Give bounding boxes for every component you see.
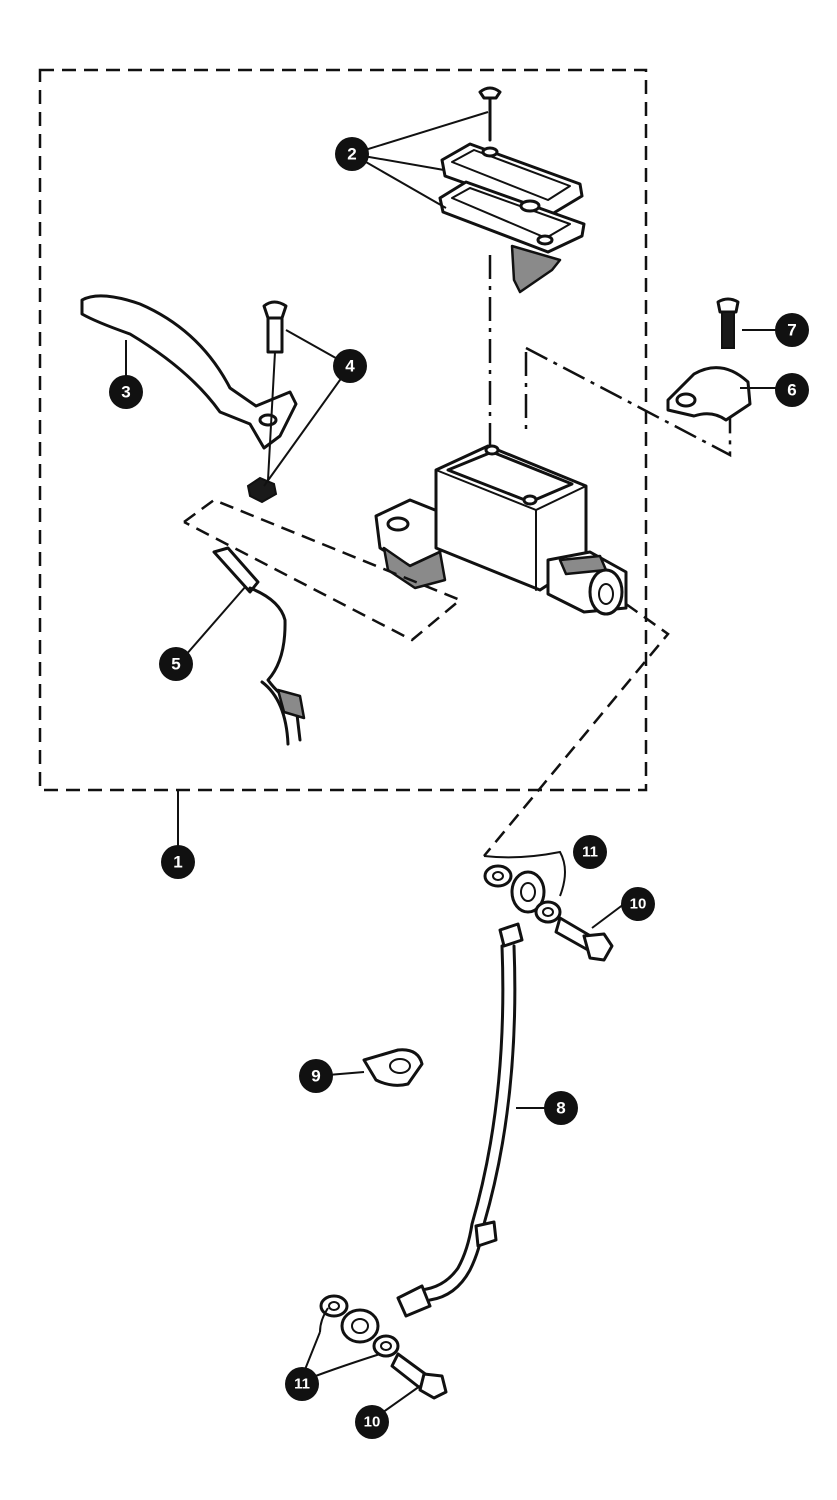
brake-lever (80, 294, 298, 450)
assembly-boundary (38, 68, 648, 792)
lower-washers (319, 1294, 400, 1358)
callout-10b: 10 (355, 1405, 389, 1439)
handlebar-clamp (666, 297, 752, 422)
callout-2: 2 (335, 137, 369, 171)
callout-9: 9 (299, 1059, 333, 1093)
svg-text:11: 11 (582, 844, 598, 861)
brake-light-switch (212, 546, 306, 746)
callout-7: 7 (775, 313, 809, 347)
callout-4: 4 (333, 349, 367, 383)
lower-banjo-bolt (390, 1352, 448, 1400)
svg-text:4: 4 (345, 357, 355, 376)
brake-hose (340, 870, 546, 1344)
svg-text:3: 3 (121, 383, 130, 402)
callout-1: 1 (161, 845, 195, 879)
master-cylinder-body (374, 444, 628, 616)
hose-clip (362, 1048, 424, 1087)
svg-text:2: 2 (347, 145, 356, 164)
svg-text:7: 7 (787, 321, 796, 340)
callout-11a: 11 (573, 835, 607, 869)
upper-banjo-bolt (554, 916, 614, 962)
svg-text:6: 6 (787, 381, 796, 400)
callout-11b: 11 (285, 1367, 319, 1401)
callout-6: 6 (775, 373, 809, 407)
pivot-bolt-and-nut (246, 300, 288, 504)
callout-8: 8 (544, 1091, 578, 1125)
svg-text:10: 10 (364, 1414, 381, 1431)
svg-text:5: 5 (171, 655, 180, 674)
reservoir-cap-group (438, 86, 586, 294)
callout-10a: 10 (621, 887, 655, 921)
svg-text:9: 9 (311, 1067, 320, 1086)
callout-3: 3 (109, 375, 143, 409)
svg-text:8: 8 (556, 1099, 565, 1118)
svg-text:11: 11 (294, 1376, 310, 1393)
svg-text:1: 1 (173, 853, 182, 872)
upper-washers (483, 864, 562, 924)
svg-text:10: 10 (630, 896, 647, 913)
callout-5: 5 (159, 647, 193, 681)
